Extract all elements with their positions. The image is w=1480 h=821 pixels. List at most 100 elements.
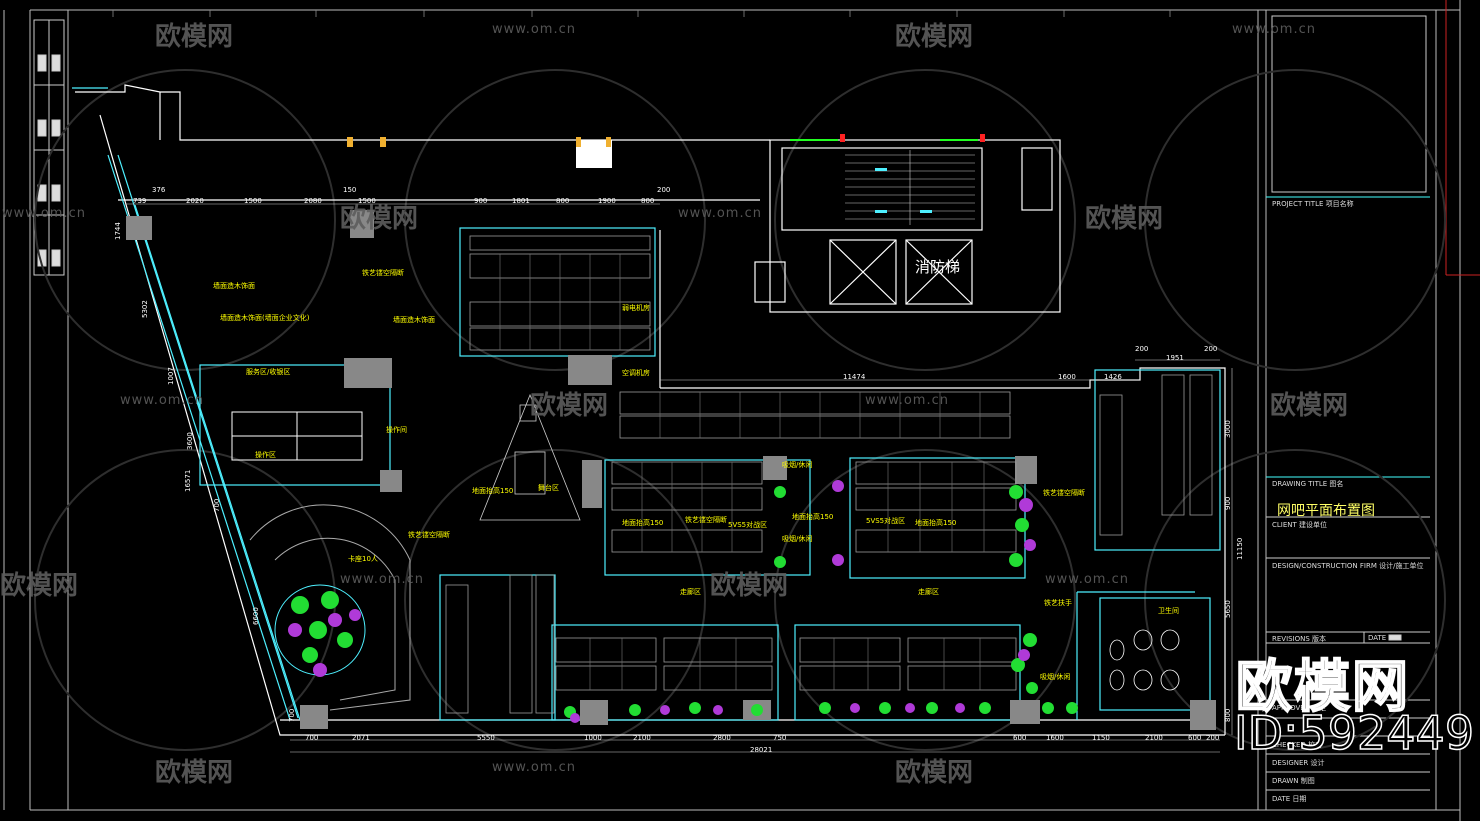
- watermark-brand: 欧模网: [0, 571, 79, 601]
- dim-mid-1: 1600: [1058, 373, 1076, 381]
- watermark-brand: 欧模网: [895, 758, 974, 788]
- dim-bottom-3: 1000: [584, 734, 602, 742]
- cyan-partitions: [72, 87, 1221, 721]
- ac-room-label: 空调机房: [622, 369, 650, 377]
- toilet-fixtures: [1109, 629, 1180, 691]
- structural-columns: [126, 140, 1216, 730]
- wall-c-label: 墙面造木饰面: [393, 316, 435, 324]
- watermark-brand: 欧模网: [155, 22, 234, 52]
- dim-right-3: 5650: [1224, 600, 1232, 618]
- watermark-site: www.om.cn: [2, 206, 86, 221]
- drawing-frame: [3, 0, 1461, 821]
- brand-overlay-id: ID:592449: [1233, 705, 1475, 761]
- dim-left-7: 700: [288, 708, 296, 722]
- dim-left-0: 1744: [114, 222, 122, 240]
- dim-bottom-10: 2100: [1145, 734, 1163, 742]
- watermark-site: www.om.cn: [340, 572, 424, 587]
- reception-label: 服务区/收银区: [246, 368, 291, 376]
- dim-bottom-5: 2800: [713, 734, 731, 742]
- dim-top-1: 2020: [186, 197, 204, 205]
- round-booth: [249, 504, 411, 711]
- dim-right-top-1: 1951: [1166, 354, 1184, 362]
- watermark-brand: 欧模网: [155, 758, 234, 788]
- dim-total: 28021: [750, 746, 773, 754]
- watermark-site: www.om.cn: [120, 393, 204, 408]
- dim-top-6: 1801: [512, 197, 530, 205]
- toilet-label: 卫生间: [1158, 607, 1179, 615]
- screen-c-label: 铁艺镂空隔断: [685, 516, 727, 524]
- stair-treads: [845, 150, 975, 225]
- fire-elevator-label: 消防梯: [915, 258, 961, 276]
- smoking-b-label: 吸烟/休闲: [782, 535, 813, 543]
- dim-left-3: 3600: [186, 432, 194, 450]
- dim-bottom-8: 1600: [1046, 734, 1064, 742]
- date-label: DATE 日期: [1272, 795, 1307, 803]
- stair-arrows: [875, 168, 932, 213]
- fivevs5-b-label: 5VS5对战区: [866, 517, 906, 525]
- watermark-brand: 欧模网: [530, 391, 609, 421]
- watermark-site: www.om.cn: [492, 22, 576, 37]
- design-firm-label: DESIGN/CONSTRUCTION FIRM 设计/施工单位: [1272, 562, 1424, 570]
- watermark-brand: 欧模网: [1270, 391, 1349, 421]
- drawing-name: 网吧平面布置图: [1277, 503, 1375, 519]
- stairwell: [754, 139, 1061, 313]
- dim-mid-2: 1426: [1104, 373, 1122, 381]
- dim-bottom-11: 600: [1188, 734, 1202, 742]
- drawing-title-label: DRAWING TITLE 图名: [1272, 480, 1344, 488]
- corridor-a-label: 走廊区: [680, 588, 701, 596]
- dim-bottom-2: 5550: [477, 734, 495, 742]
- watermark-brand: 欧模网: [710, 571, 789, 601]
- checked-label: CHECKED 校对: [1272, 741, 1323, 749]
- watermark-site: www.om.cn: [865, 393, 949, 408]
- pantry-label: 操作间: [386, 426, 407, 434]
- watermark-site: www.om.cn: [1232, 22, 1316, 37]
- fivevs5-a-label: 5VS5对战区: [728, 521, 768, 529]
- designer-label: DESIGNER 设计: [1272, 759, 1325, 767]
- dim-left-6: 6600: [252, 607, 260, 625]
- dim-top-small-0: 376: [152, 186, 166, 194]
- dim-right-1: 900: [1224, 496, 1232, 510]
- revisions-label: REVISIONS 版本: [1272, 635, 1327, 643]
- dim-top-4: 1500: [358, 197, 376, 205]
- watermark-site: www.om.cn: [678, 206, 762, 221]
- dim-right-2: 11150: [1236, 537, 1244, 560]
- floor-c-label: 地面抬高150: [792, 513, 834, 521]
- watermark-brand: 欧模网: [895, 22, 974, 52]
- dim-top-7: 800: [556, 197, 570, 205]
- dim-left-5: 700: [213, 498, 221, 512]
- smoking-a-label: 吸烟/休闲: [782, 461, 813, 469]
- dim-bottom-9: 1150: [1092, 734, 1110, 742]
- dim-bottom-0: 700: [305, 734, 319, 742]
- wall-b-label: 墙面造木饰面(墙面企业文化): [220, 314, 310, 322]
- corridor-b-label: 走廊区: [918, 588, 939, 596]
- watermark-brand: 欧模网: [340, 204, 419, 234]
- desk-dividers: [499, 254, 985, 690]
- dim-right-0: 3000: [1224, 420, 1232, 438]
- dim-left-1: 5302: [141, 300, 149, 318]
- plants-purple: [288, 480, 1036, 723]
- dim-right-4: 800: [1224, 708, 1232, 722]
- screen-b-label: 铁艺镂空隔断: [408, 531, 450, 539]
- screen-d-label: 铁艺镂空隔断: [1043, 489, 1085, 497]
- dim-top-small-1: 150: [343, 186, 357, 194]
- dim-right-top-2: 200: [1204, 345, 1218, 353]
- dim-left-4: 16571: [184, 469, 192, 492]
- dim-right-top-0: 200: [1135, 345, 1149, 353]
- watermark-circles: [34, 69, 1446, 751]
- screen-a-label: 铁艺镂空隔断: [362, 269, 404, 277]
- dim-mid-0: 11474: [843, 373, 866, 381]
- watermark-brand: 欧模网: [1085, 204, 1164, 234]
- watermark-site: www.om.cn: [492, 760, 576, 775]
- dim-top-5: 900: [474, 197, 488, 205]
- handrail-label: 铁艺扶手: [1044, 599, 1072, 607]
- reception-desk: [231, 411, 363, 461]
- dim-bottom-7: 600: [1013, 734, 1027, 742]
- floor-b-label: 地面抬高150: [622, 519, 664, 527]
- door-markers: [347, 137, 611, 147]
- dim-top-8: 1900: [598, 197, 616, 205]
- dim-left-2: 1007: [167, 367, 175, 385]
- card-seats-label: 卡座10人: [348, 555, 378, 563]
- date-small-label: DATE: [1368, 634, 1387, 642]
